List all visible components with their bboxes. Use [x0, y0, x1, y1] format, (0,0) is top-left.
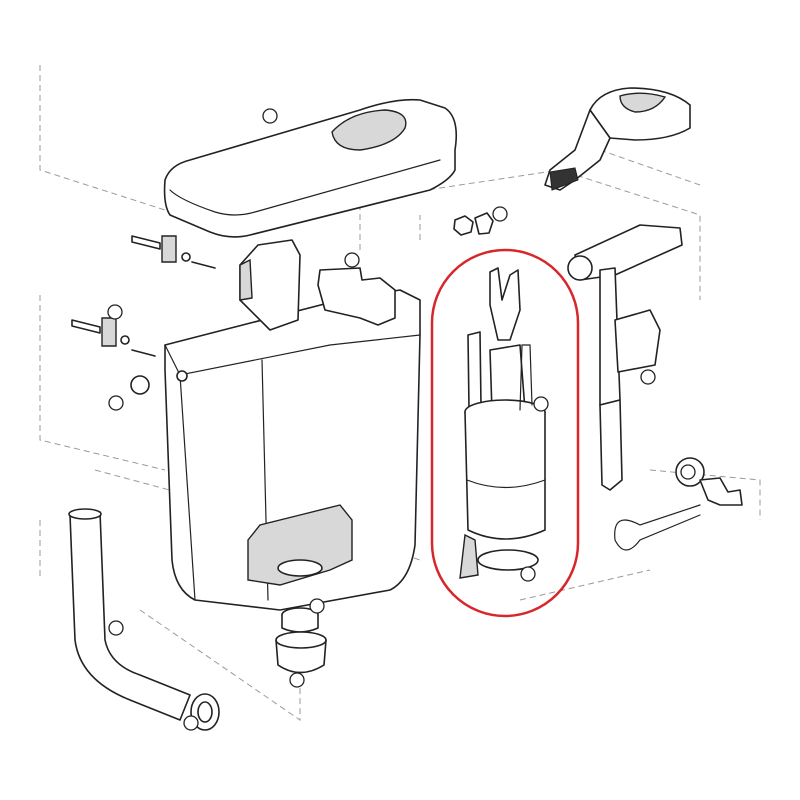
- cistern-lid[interactable]: [163, 98, 458, 238]
- callout-circle: [108, 395, 124, 411]
- callout-circle: [108, 620, 124, 636]
- callout-circle: [680, 464, 696, 480]
- callout-circle: [640, 369, 656, 385]
- callout-circle: [183, 715, 199, 731]
- callout-circle: [107, 304, 123, 320]
- callout-circle: [262, 108, 278, 124]
- callout-markers: [107, 108, 696, 731]
- callout-circle: [492, 206, 508, 222]
- callout-circle: [520, 566, 536, 582]
- callout-circle: [289, 672, 305, 688]
- flush-pipe[interactable]: [68, 508, 220, 731]
- cistern-tank[interactable]: [164, 239, 421, 611]
- callout-circle: [344, 252, 360, 268]
- bolts[interactable]: [71, 212, 494, 395]
- callout-circle: [309, 598, 325, 614]
- flush-valve-highlight: [430, 248, 580, 618]
- fill-valve[interactable]: [567, 224, 683, 491]
- outlet-seal[interactable]: [281, 607, 319, 633]
- angle-stop-valve[interactable]: [614, 457, 743, 551]
- flush-valve[interactable]: [459, 267, 546, 579]
- push-button-actuator[interactable]: [544, 87, 691, 191]
- connection-sleeve[interactable]: [275, 631, 327, 674]
- callout-circle: [533, 396, 549, 412]
